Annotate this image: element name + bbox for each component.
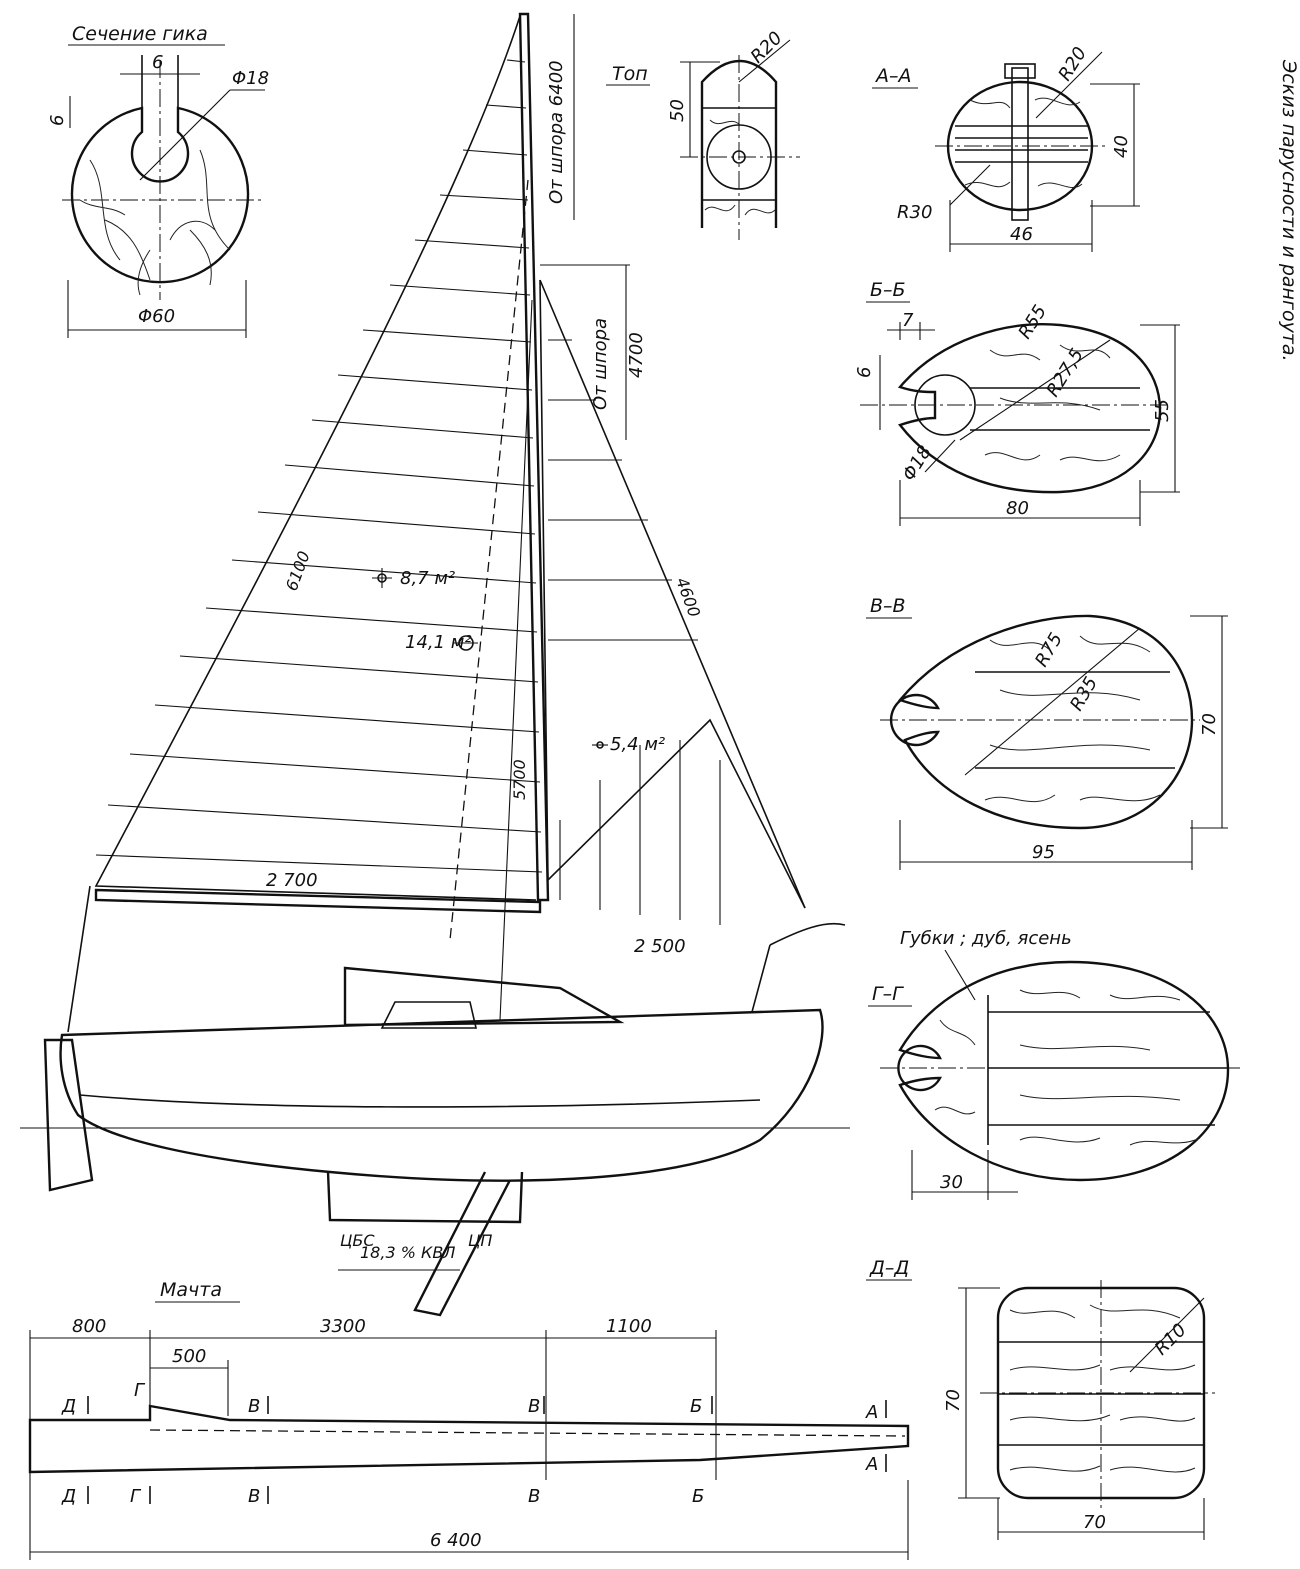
mark-v1-bottom: В	[248, 1486, 260, 1507]
boom-label: 2 700	[266, 870, 318, 891]
gg-width: 30	[940, 1172, 963, 1193]
mark-b-top: Б	[690, 1396, 702, 1417]
section-b-b-title: Б–Б	[870, 279, 906, 301]
boom-diameter: Φ60	[138, 306, 175, 327]
boom-slot-width: 6	[152, 52, 163, 73]
mark-d-top: Д	[61, 1396, 76, 1417]
dd-radius: R10	[1151, 1320, 1191, 1360]
cbs-label: ЦБС	[340, 1231, 375, 1250]
bb-radius-b: R27,5	[1042, 345, 1088, 401]
mark-b-bottom: Б	[692, 1486, 704, 1507]
side-caption: Эскиз парусности и рангоута.	[1278, 59, 1300, 362]
sail-plan: От шпора 6400 От шпора 4700 6100 4600 57…	[20, 12, 850, 1317]
main-battens	[95, 59, 543, 873]
bb-width: 80	[1006, 498, 1029, 519]
mast-dim-1100: 1100	[606, 1316, 652, 1337]
boom-bore: Φ18	[232, 68, 269, 89]
jib-area: 5,4 м²	[610, 734, 665, 755]
total-area: 14,1 м²	[405, 632, 472, 653]
boom-slot-depth: 6	[47, 115, 68, 126]
main-area: 8,7 м²	[400, 568, 455, 589]
forestay-label: 4600	[672, 575, 704, 620]
main-area-marker	[372, 568, 392, 588]
section-g-g-title: Г–Г	[872, 983, 904, 1005]
mark-v2-top: В	[528, 1396, 540, 1417]
mark-v1-top: В	[248, 1396, 260, 1417]
luff-label: 6100	[282, 549, 314, 594]
mast-title: Мачта	[160, 1279, 222, 1301]
vv-width: 95	[1032, 842, 1055, 863]
clr-label: ЦП	[468, 1231, 492, 1250]
mark-v2-bottom: В	[528, 1486, 540, 1507]
section-g-g: Губки ; дуб, ясень Г–Г 30	[868, 928, 1240, 1200]
vv-radius-a: R75	[1031, 629, 1067, 670]
mast-dim-800: 800	[72, 1316, 106, 1337]
foot-label: 2 500	[634, 936, 686, 957]
mark-a-bottom: А	[865, 1454, 878, 1475]
jib-area-marker	[592, 741, 608, 749]
section-b-b: Б–Б 7 6 R55 R27,5 Φ18 55 80	[854, 279, 1180, 526]
aa-radius-a: R20	[1054, 43, 1091, 84]
aa-height: 40	[1111, 135, 1132, 158]
mark-g-top: Г	[134, 1380, 146, 1401]
bb-radius-a: R55	[1014, 301, 1051, 342]
forestay-height-a: От шпора	[590, 318, 611, 410]
bb-bore: Φ18	[898, 442, 935, 485]
section-d-d-title: Д–Д	[869, 1257, 909, 1279]
mast-height-label: От шпора 6400	[546, 60, 567, 204]
top-fitting: Топ 50 R20	[606, 28, 800, 240]
dd-width: 70	[1083, 1512, 1106, 1533]
section-v-v-title: В–В	[870, 595, 906, 617]
aa-width: 46	[1010, 224, 1033, 245]
jib-battens	[548, 339, 721, 925]
mark-a-top: А	[865, 1402, 878, 1423]
top-height: 50	[667, 99, 688, 122]
vv-height: 70	[1199, 713, 1220, 736]
section-a-a-title: А–А	[874, 65, 912, 87]
boom-section: Сечение гика 6 6 Φ18 Φ60	[47, 23, 269, 338]
top-radius: R20	[747, 28, 787, 68]
section-d-d: Д–Д R10 70 70	[866, 1257, 1215, 1540]
gg-note: Губки ; дуб, ясень	[900, 928, 1072, 949]
mast-len-label: 5700	[510, 759, 529, 800]
boom-section-title: Сечение гика	[72, 23, 208, 45]
bb-slot-depth: 6	[854, 367, 875, 378]
dd-height: 70	[943, 1389, 964, 1412]
bb-slot: 7	[902, 310, 914, 331]
bb-height: 55	[1152, 399, 1173, 422]
mark-d-bottom: Д	[61, 1486, 76, 1507]
top-title: Топ	[612, 63, 648, 85]
section-a-a: А–А 40 R20 R30 46	[872, 43, 1140, 252]
mast-dim-total: 6 400	[430, 1530, 482, 1551]
total-area-marker	[454, 635, 478, 651]
mark-g-bottom: Г	[130, 1486, 142, 1507]
forestay-height-b: 4700	[626, 332, 647, 378]
mast-dim-500: 500	[172, 1346, 206, 1367]
lead-label: 18,3 % КВЛ	[360, 1243, 455, 1262]
section-v-v: В–В R75 R35 70 95	[866, 595, 1228, 870]
mast-detail: Мачта 800 3300 1100 500 6 400 Д Г В В Б …	[28, 1279, 910, 1560]
vv-radius-b: R35	[1066, 673, 1102, 714]
mast-dim-3300: 3300	[320, 1316, 366, 1337]
aa-radius-b: R30	[897, 202, 932, 223]
